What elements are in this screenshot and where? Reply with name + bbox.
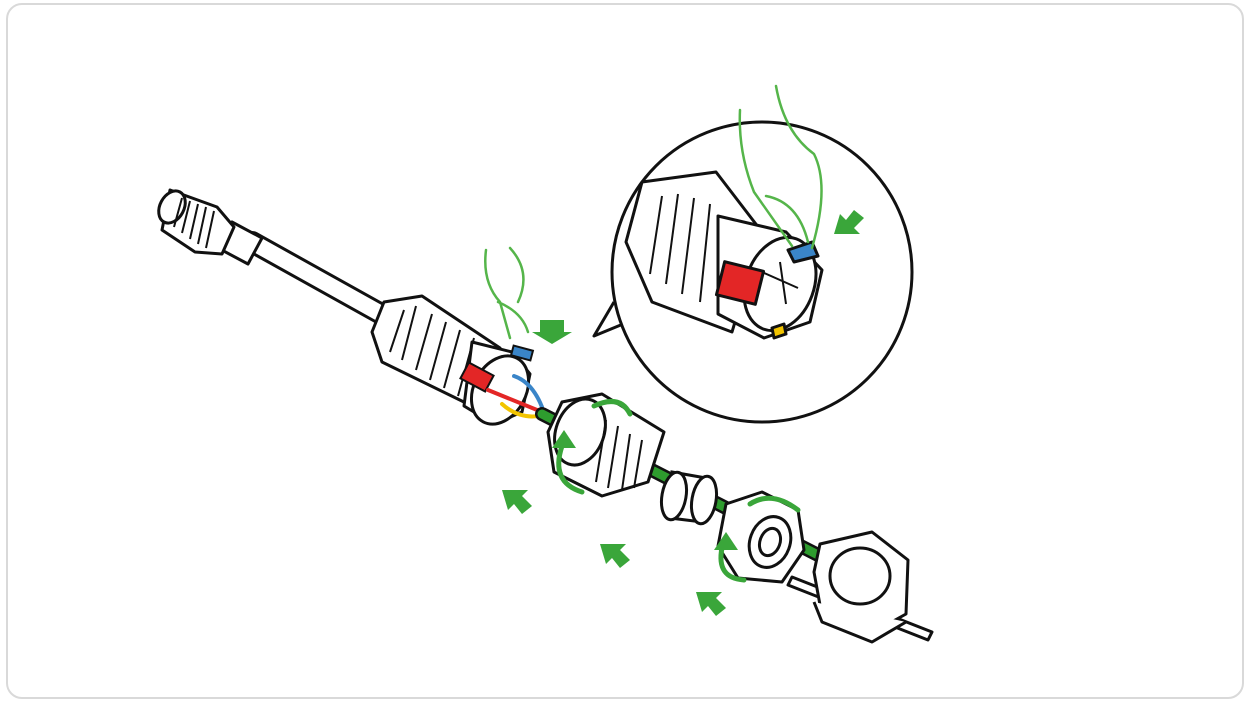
rubber-seal xyxy=(659,470,719,526)
hand-icon xyxy=(484,246,530,340)
hex-nut xyxy=(716,490,806,584)
hand-icon xyxy=(738,84,823,250)
rotate-arrow-head xyxy=(552,430,738,550)
wall-bracket xyxy=(786,530,934,644)
push-arrow-icon xyxy=(532,320,572,344)
rotate-arrow-icon xyxy=(556,399,801,583)
connector-wires xyxy=(459,344,549,419)
callout-connector-detail xyxy=(624,170,824,340)
connector-assembly-illustration xyxy=(157,84,934,644)
push-arrow-icon xyxy=(502,490,532,514)
push-arrow-icon xyxy=(834,210,864,234)
illustration-frame xyxy=(6,3,1244,699)
push-arrow-icon xyxy=(600,544,630,568)
m12-connector xyxy=(157,188,264,266)
sealing-nut xyxy=(546,392,666,498)
main-cable xyxy=(241,231,403,331)
push-arrow-icon xyxy=(696,592,726,616)
